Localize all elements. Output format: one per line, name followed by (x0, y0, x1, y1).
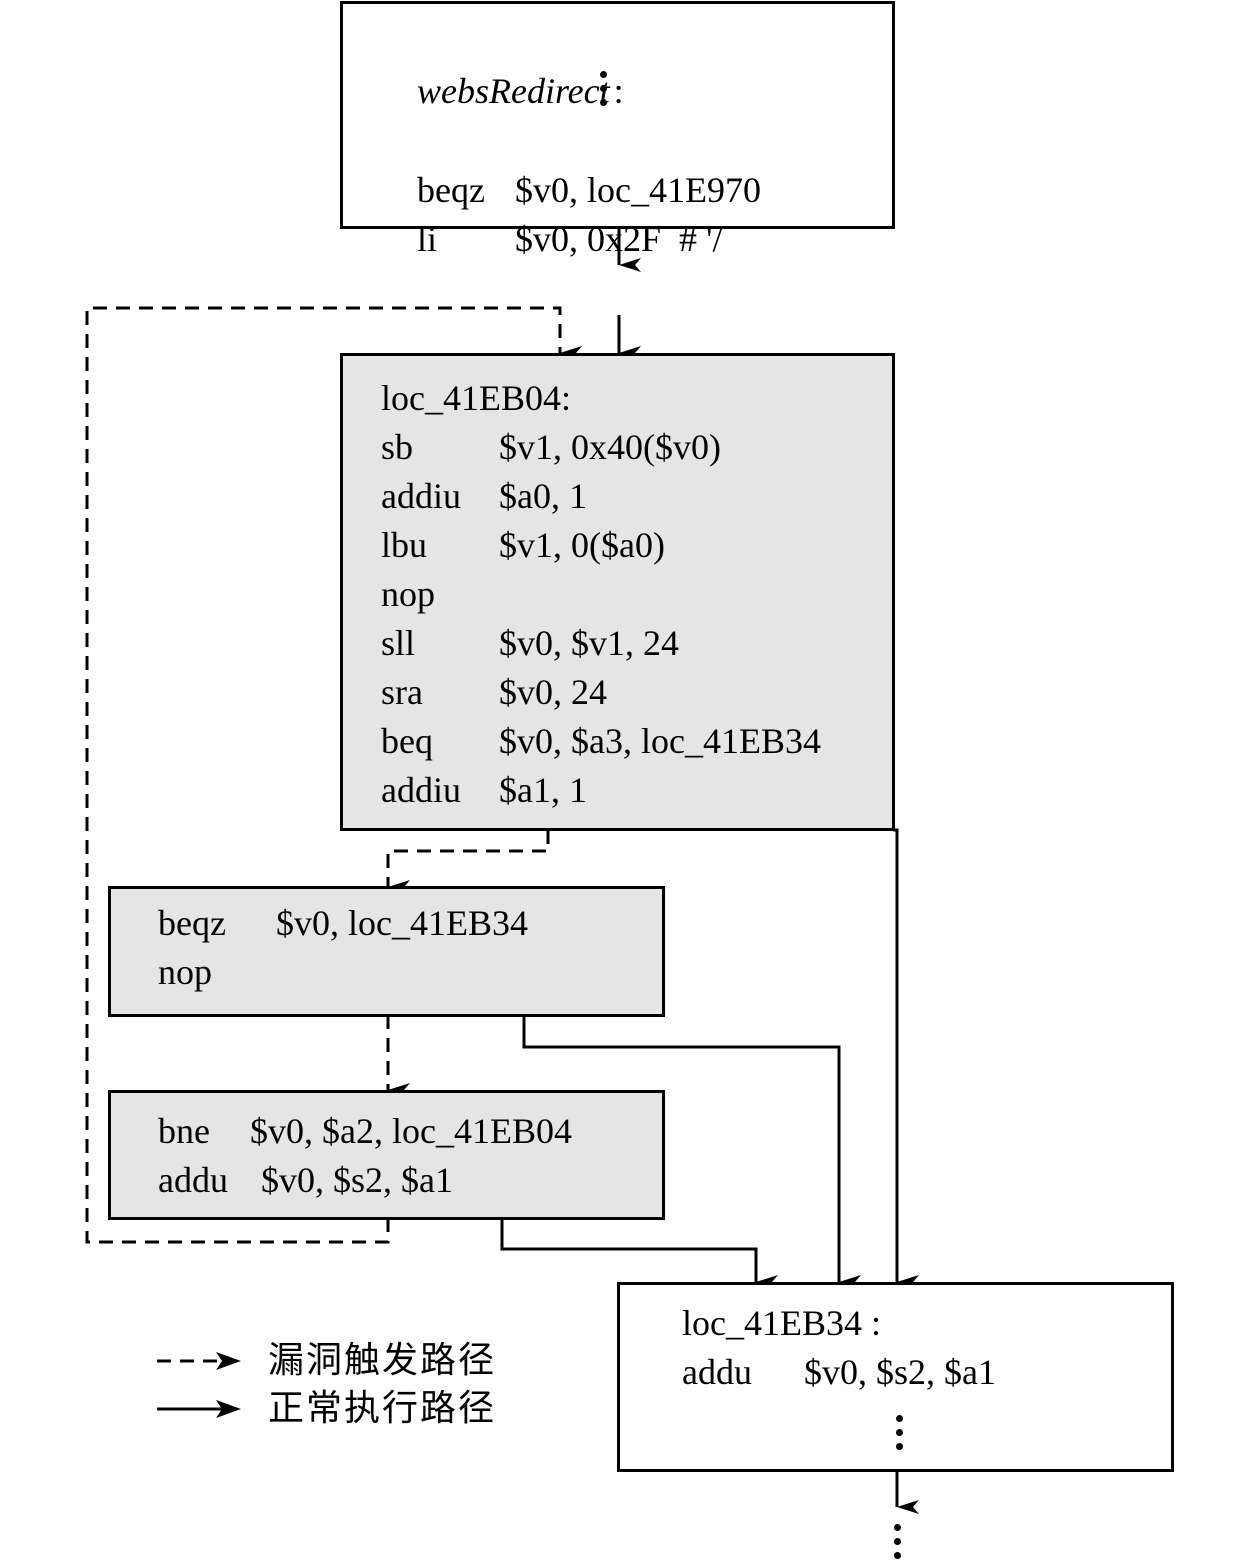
instruction-op: nop (158, 952, 212, 992)
instruction-args: $v0, 0x2F # '/ (515, 219, 723, 259)
instruction-args: $v0, 24 (499, 672, 607, 712)
instruction-op: addu (682, 1352, 752, 1392)
instruction-row: addu $v0, $s2, $a1 (158, 1156, 453, 1205)
legend-label-vulnerability: 漏洞触发路径 (268, 1340, 497, 1381)
instruction-row: sra $v0, 24 (381, 668, 607, 717)
block-label: loc_41EB34 : (682, 1303, 881, 1343)
instruction-op: bne (158, 1111, 210, 1151)
instruction-op: sll (381, 623, 416, 663)
instruction-op: addu (158, 1160, 228, 1200)
legend-label-normal: 正常执行路径 (268, 1388, 497, 1429)
instruction-args: $v0, $s2, $a1 (261, 1160, 453, 1200)
instruction-row: nop (158, 948, 276, 997)
instruction-args: $v0, $a2, loc_41EB04 (250, 1111, 572, 1151)
block-label: loc_41EB04: (381, 378, 571, 418)
edge-bne-to-41eb34 (500, 1218, 778, 1289)
instruction-op: beq (381, 721, 433, 761)
instruction-op: beqz (158, 903, 226, 943)
instruction-row: lbu $v1, 0($a0) (381, 521, 665, 570)
block-loc-41eb34: loc_41EB34 : addu $v0, $s2, $a1 (617, 1282, 1174, 1472)
instruction-row: bne $v0, $a2, loc_41EB04 (158, 1107, 572, 1156)
instruction-op: addiu (381, 476, 461, 516)
instruction-row: beqz $v0, loc_41EB34 (158, 899, 528, 948)
block-label: websRedirect (417, 71, 610, 111)
instruction-op: addiu (381, 770, 461, 810)
instruction-args: $v0, loc_41EB34 (276, 903, 528, 943)
instruction-op: nop (381, 574, 435, 614)
instruction-op: sb (381, 427, 414, 467)
instruction-op: beqz (417, 170, 485, 210)
instruction-row: nop (381, 570, 499, 619)
instruction-op: lbu (381, 525, 428, 565)
instruction-op: li (417, 219, 438, 259)
edge-41eb04-to-41eb34 (893, 828, 919, 1289)
instruction-args: $a0, 1 (499, 476, 587, 516)
instruction-row: addiu $a1, 1 (381, 766, 587, 815)
instruction-args: $v0, $s2, $a1 (804, 1352, 996, 1392)
edge-41eb04-to-beqz (386, 830, 550, 894)
legend-dashed-arrowhead (216, 1352, 241, 1370)
edge-beqz-to-41eb34 (522, 1015, 861, 1289)
block-loc-41eb04: loc_41EB04: sb $v1, 0x40($v0) addiu $a0, 1… (340, 353, 895, 831)
instruction-args: $a1, 1 (499, 770, 587, 810)
block-bne: bne $v0, $a2, loc_41EB04 addu $v0, $s2, $a… (108, 1090, 665, 1220)
instruction-args: $v0, $v1, 24 (499, 623, 679, 663)
instruction-op: sra (381, 672, 423, 712)
label-colon: : (613, 71, 624, 111)
ellipsis-icon (896, 1415, 904, 1457)
instruction-row: addu $v0, $s2, $a1 (682, 1348, 996, 1397)
instruction-row: sb $v1, 0x40($v0) (381, 423, 721, 472)
instruction-args: $v0, loc_41E970 (515, 170, 761, 210)
ellipsis-icon (600, 71, 608, 113)
instruction-row: sll $v0, $v1, 24 (381, 619, 679, 668)
instruction-row: beq $v0, $a3, loc_41EB34 (381, 717, 821, 766)
edge-bne-loop-back (85, 306, 582, 1244)
instruction-args: $v1, 0x40($v0) (499, 427, 721, 467)
instruction-row: li $v0, 0x2F # '/ (381, 166, 723, 313)
instruction-row: addiu $a0, 1 (381, 472, 587, 521)
legend-solid-arrowhead (216, 1400, 241, 1418)
instruction-row: beqz $v0, loc_41E970 (381, 117, 761, 264)
instruction-args: $v0, $a3, loc_41EB34 (499, 721, 821, 761)
instruction-args: $v1, 0($a0) (499, 525, 665, 565)
continuation-ellipsis-icon (894, 1524, 902, 1566)
block-beqz: beqz $v0, loc_41EB34 nop (108, 886, 665, 1017)
block-websredirect: websRedirect: beqz $v0, loc_41E970 li $v0,… (340, 1, 895, 259)
